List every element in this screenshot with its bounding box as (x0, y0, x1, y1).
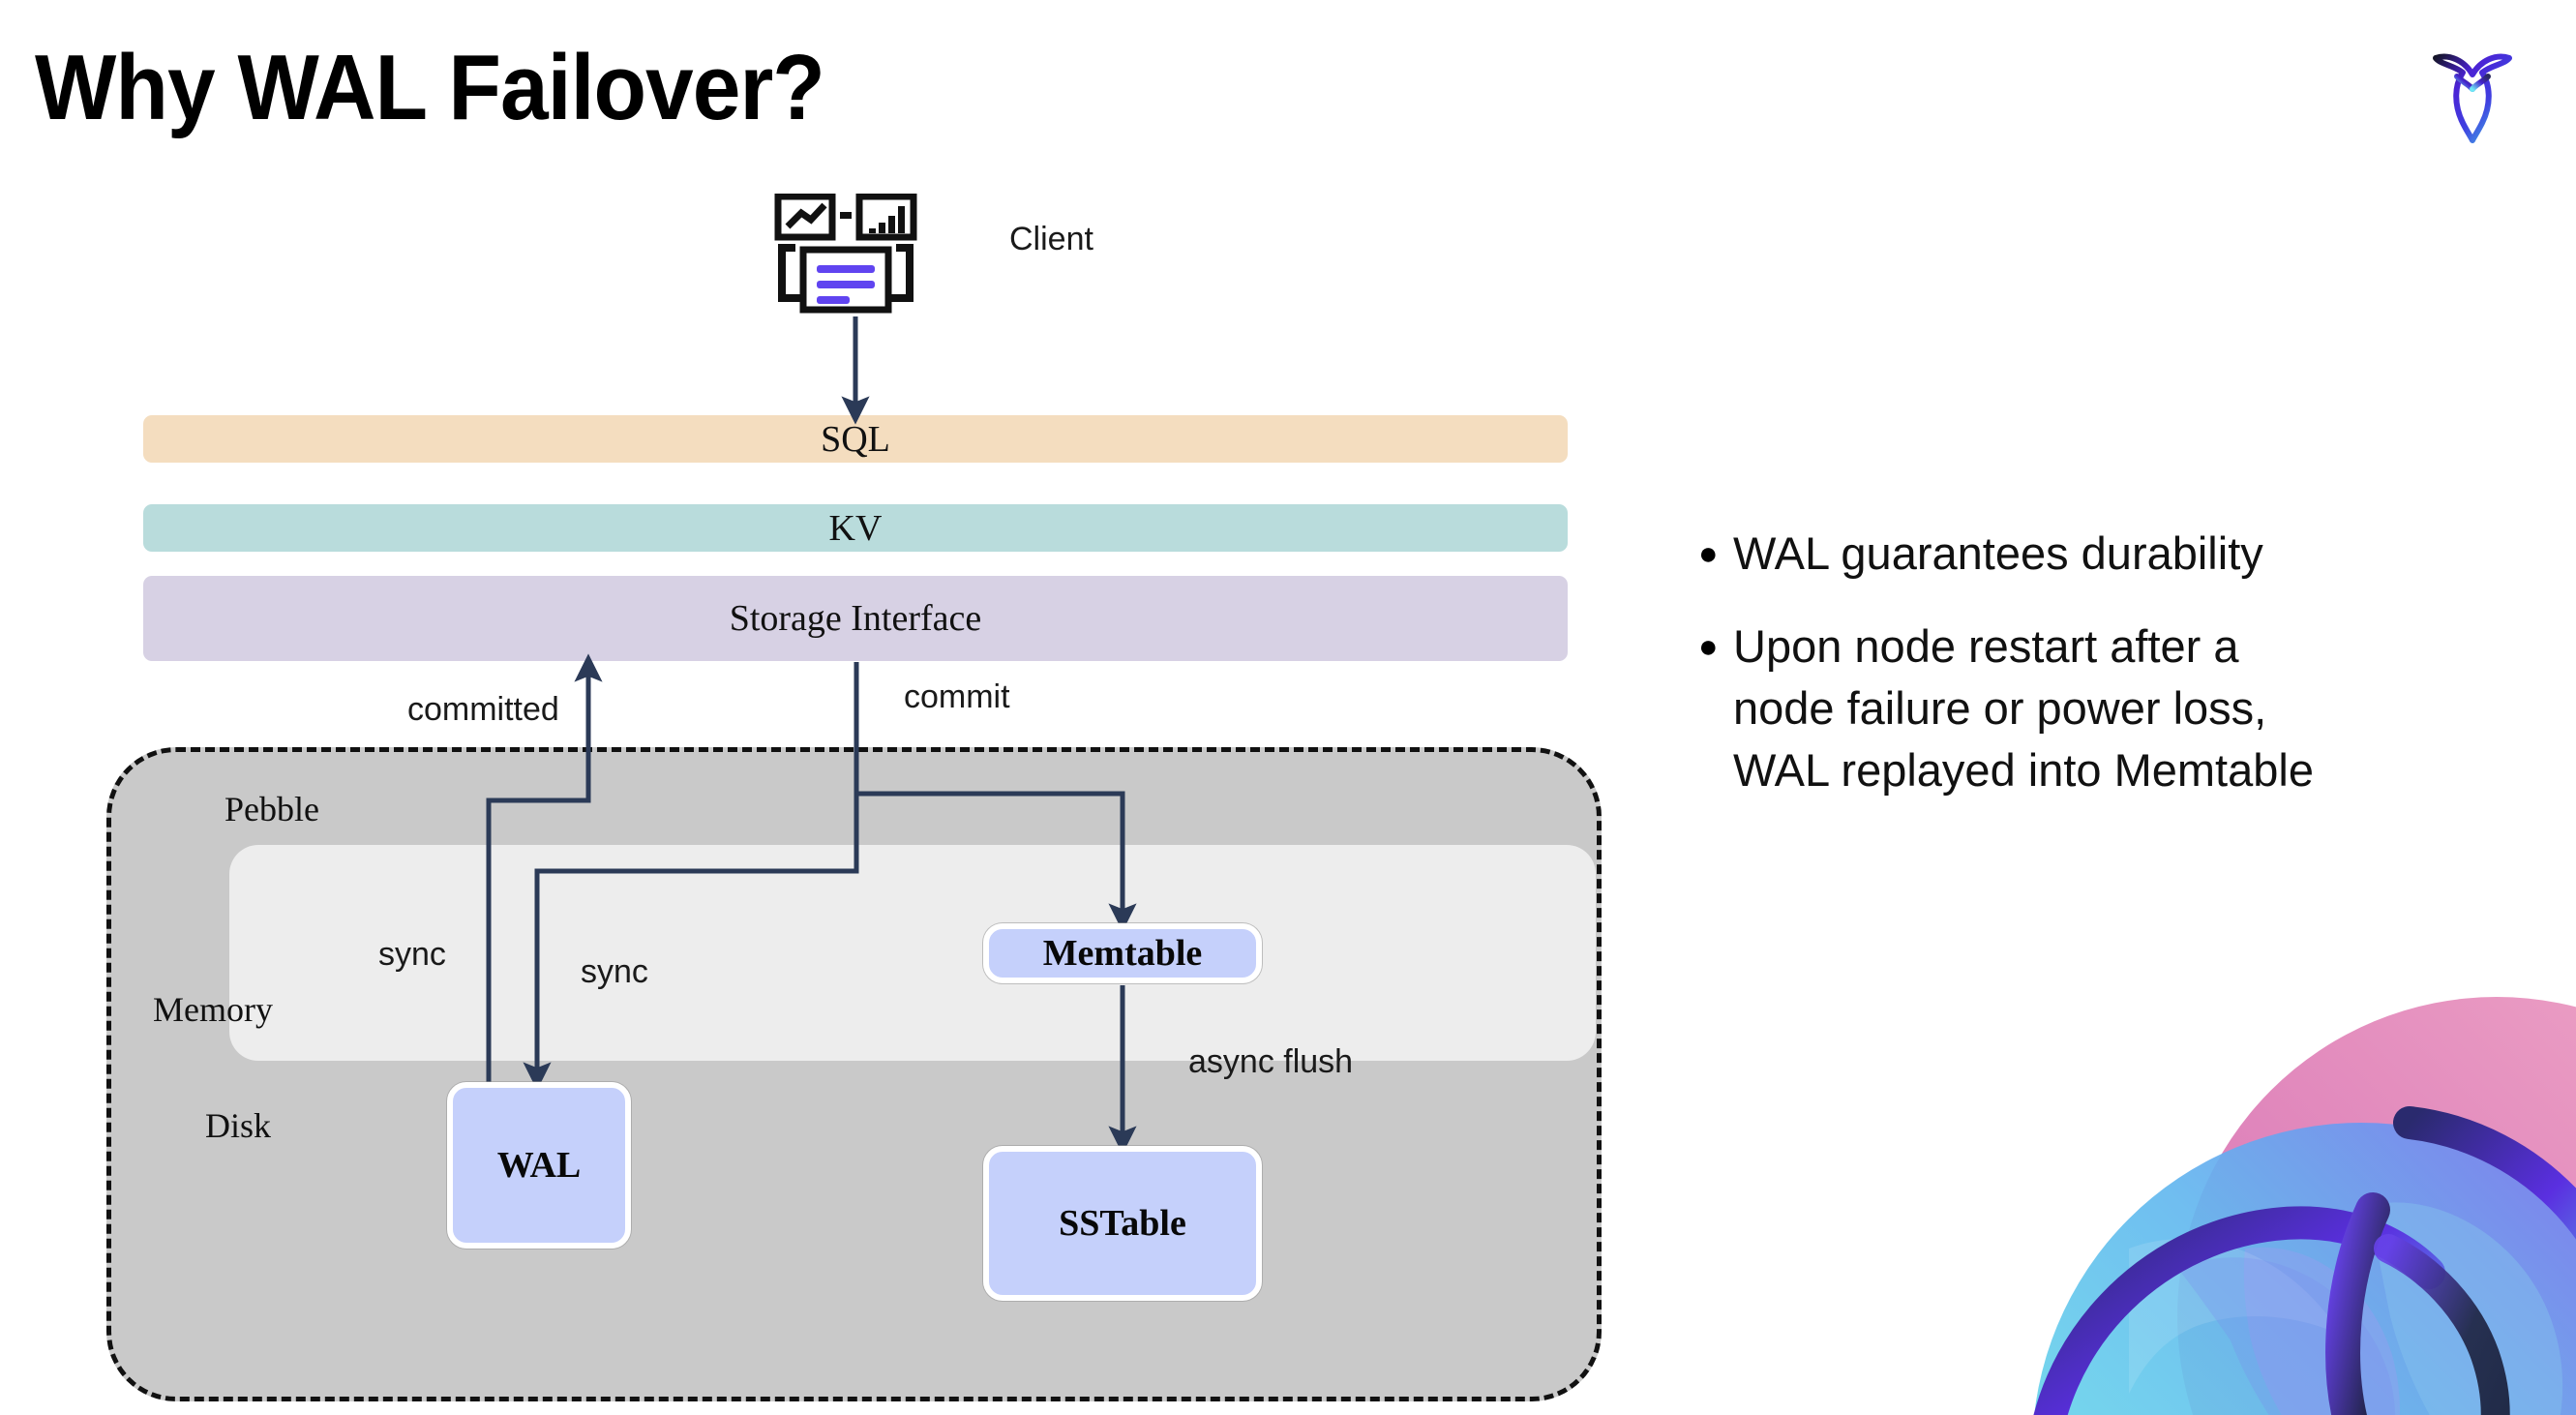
node-sstable: SSTable (983, 1146, 1262, 1301)
bullet-marker-icon: ● (1698, 628, 1719, 665)
edge-label-committed: committed (407, 691, 559, 728)
node-label-wal: WAL (496, 1145, 582, 1186)
node-label-sstable: SSTable (1059, 1203, 1186, 1244)
node-memtable: Memtable (983, 923, 1262, 983)
client-label: Client (1009, 221, 1093, 257)
list-item: ● Upon node restart after a node failure… (1698, 616, 2501, 801)
bullet-marker-icon: ● (1698, 535, 1719, 572)
memory-label: Memory (153, 990, 273, 1029)
pebble-container (106, 747, 1602, 1401)
pebble-label: Pebble (225, 790, 319, 828)
edge-label-sync-right: sync (581, 953, 648, 990)
layer-label-storage: Storage Interface (729, 598, 982, 639)
node-label-memtable: Memtable (1042, 933, 1203, 974)
edge-label-commit: commit (904, 678, 1010, 715)
disk-label: Disk (205, 1106, 272, 1145)
bullet-text: Upon node restart after a node failure o… (1733, 620, 2314, 796)
layer-label-sql: SQL (821, 418, 890, 460)
edge-label-async-flush: async flush (1188, 1043, 1354, 1080)
edge-label-sync-left: sync (378, 936, 446, 973)
layer-label-kv: KV (828, 507, 883, 549)
page-title: Why WAL Failover? (35, 36, 825, 139)
bullet-list: ● WAL guarantees durability ● Upon node … (1698, 523, 2501, 832)
node-wal: WAL (447, 1082, 631, 1249)
client-dashboard-icon (774, 193, 929, 315)
layer-bar-storage: Storage Interface (143, 576, 1568, 661)
layer-bar-kv: KV (143, 504, 1568, 552)
cockroachdb-logo-icon (2414, 34, 2531, 150)
cockroachdb-decorative-logo-icon (1955, 929, 2576, 1415)
layer-bar-sql: SQL (143, 415, 1568, 463)
list-item: ● WAL guarantees durability (1698, 523, 2501, 585)
bullet-text: WAL guarantees durability (1733, 527, 2263, 579)
